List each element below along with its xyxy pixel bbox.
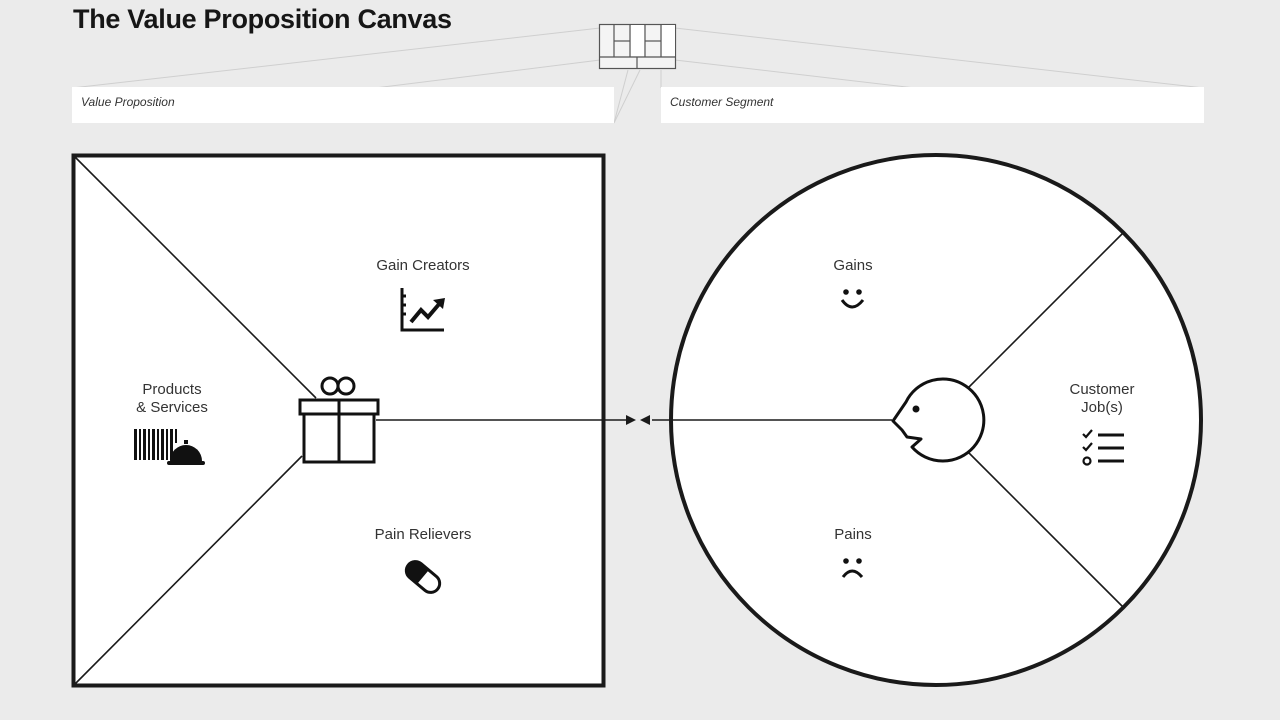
checklist-icon <box>1082 429 1124 466</box>
gain-creators-label: Gain Creators <box>376 257 470 274</box>
products-services-line1: Products <box>142 381 202 398</box>
thumbnail-connector-lines <box>71 27 1205 124</box>
customer-jobs-label: Customer Job(s) <box>1069 381 1134 417</box>
gift-icon <box>298 376 380 464</box>
customer-jobs-line2: Job(s) <box>1081 399 1123 416</box>
pains-label: Pains <box>834 526 872 543</box>
products-services-line2: & Services <box>136 399 208 416</box>
customer-face-icon <box>891 377 986 463</box>
barcode-service-bell-icon <box>134 429 205 465</box>
customer-segment-label: Customer Segment <box>670 95 774 109</box>
canvas-thumbnail-icon <box>598 23 677 70</box>
pain-relievers-label: Pain Relievers <box>374 526 472 543</box>
value-proposition-label: Value Proposition <box>81 95 175 109</box>
chart-trending-up-icon <box>400 288 445 332</box>
pill-capsule-icon <box>404 560 442 594</box>
sad-face-icon <box>841 558 864 579</box>
products-services-label: Products & Services <box>136 381 208 417</box>
page-title: The Value Proposition Canvas <box>73 4 452 34</box>
customer-segment-field[interactable]: Customer Segment <box>661 87 1204 123</box>
value-proposition-field[interactable]: Value Proposition <box>72 87 614 123</box>
smiley-face-icon <box>840 289 865 309</box>
customer-jobs-line1: Customer <box>1069 381 1135 398</box>
gains-label: Gains <box>833 257 873 274</box>
